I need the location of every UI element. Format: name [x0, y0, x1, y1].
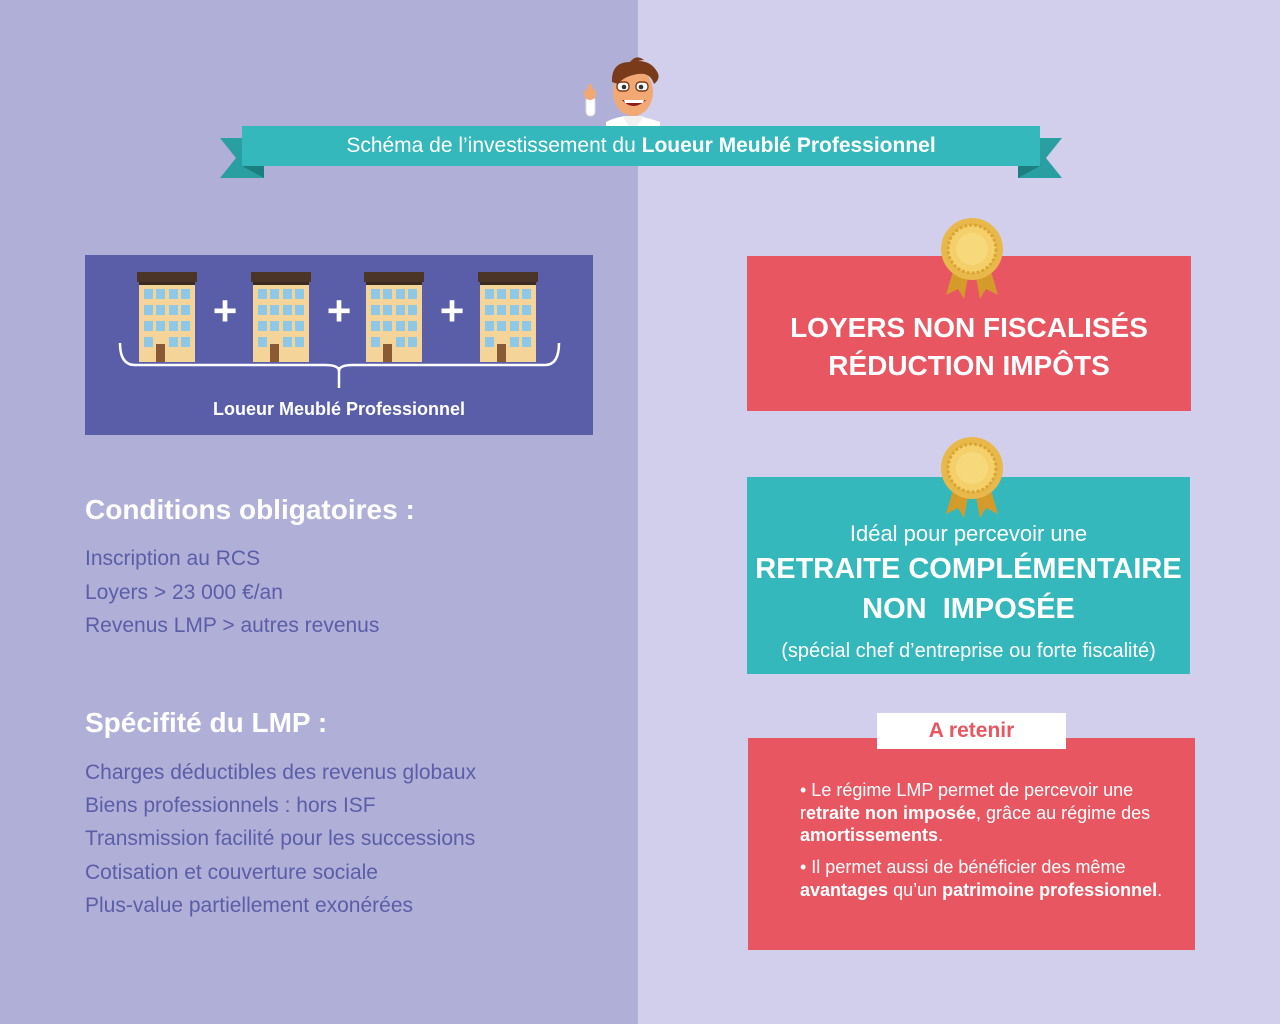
retraite-headline-1: RETRAITE COMPLÉMENTAIRE: [755, 553, 1182, 585]
ribbon-title-bold: Loueur Meublé Professionnel: [641, 134, 936, 157]
conditions-list: Inscription au RCS Loyers > 23 000 €/an …: [85, 544, 379, 645]
medal-icon: [941, 218, 1003, 299]
left-panel: [0, 0, 638, 1024]
retenir-point-2: • Il permet aussi de bénéficier des même…: [800, 856, 1170, 901]
building-icon: [478, 272, 538, 362]
medal-icon: [941, 437, 1003, 518]
lmp-caption: Loueur Meublé Professionnel: [212, 399, 466, 419]
list-item: Inscription au RCS: [85, 547, 261, 570]
retraite-headline-2: NON IMPOSÉE: [862, 593, 1075, 625]
retenir-bold: etraite non imposée: [806, 802, 977, 823]
retenir-bold: patrimoine professionnel: [942, 879, 1158, 900]
specificite-list: Charges déductibles des revenus globaux …: [85, 758, 476, 924]
conditions-title: Conditions obligatoires :: [85, 494, 415, 525]
retenir-text: • Le régime LMP permet de percevoir une …: [800, 780, 1134, 823]
retenir-text: , grâce au régime des: [976, 802, 1151, 823]
list-item: Loyers > 23 000 €/an: [85, 580, 283, 604]
retenir-text: .: [1157, 879, 1163, 900]
list-item: Charges déductibles des revenus globaux: [85, 761, 477, 784]
lmp-diagram-box: + + + Loueur Meublé Professionnel: [85, 255, 593, 435]
retenir-text: • Il permet aussi de bénéficier des même: [800, 857, 1126, 877]
loyers-line2: RÉDUCTION IMPÔTS: [828, 350, 1110, 381]
ribbon-title: Schéma de l’investissement du Loueur Meu…: [242, 126, 1040, 166]
ribbon-title-prefix: Schéma de l’investissement du: [346, 134, 636, 157]
retraite-card: [747, 477, 1190, 674]
plus-icon: +: [440, 287, 465, 334]
list-item: Cotisation et couverture sociale: [85, 860, 378, 884]
mascot-icon: [584, 57, 660, 132]
title-ribbon: [220, 126, 1062, 178]
plus-icon: +: [213, 287, 238, 334]
retenir-text: qu’un: [888, 879, 943, 900]
building-icon: [251, 272, 311, 362]
retraite-note: (spécial chef d’entreprise ou forte fisc…: [781, 640, 1156, 662]
retenir-tab: A retenir: [877, 713, 1066, 749]
loyers-line1: LOYERS NON FISCALISÉS: [790, 312, 1148, 343]
building-icon: [137, 272, 197, 362]
retenir-bold: amortissements: [800, 825, 939, 845]
list-item: Biens professionnels : hors ISF: [85, 794, 376, 818]
list-item: Plus-value partiellement exonérées: [85, 893, 414, 917]
list-item: Transmission facilité pour les successio…: [85, 827, 476, 851]
list-item: Revenus LMP > autres revenus: [85, 614, 380, 637]
retraite-intro: Idéal pour percevoir une: [849, 521, 1088, 546]
building-icon: [364, 272, 424, 362]
retenir-point-1: • Le régime LMP permet de percevoir une …: [800, 779, 1170, 847]
retenir-bold: avantages: [800, 879, 889, 900]
loyers-card: [747, 256, 1191, 411]
specificite-title: Spécifité du LMP :: [85, 707, 328, 738]
plus-icon: +: [327, 287, 352, 334]
retenir-card: [748, 738, 1195, 950]
retenir-text: .: [938, 825, 944, 845]
